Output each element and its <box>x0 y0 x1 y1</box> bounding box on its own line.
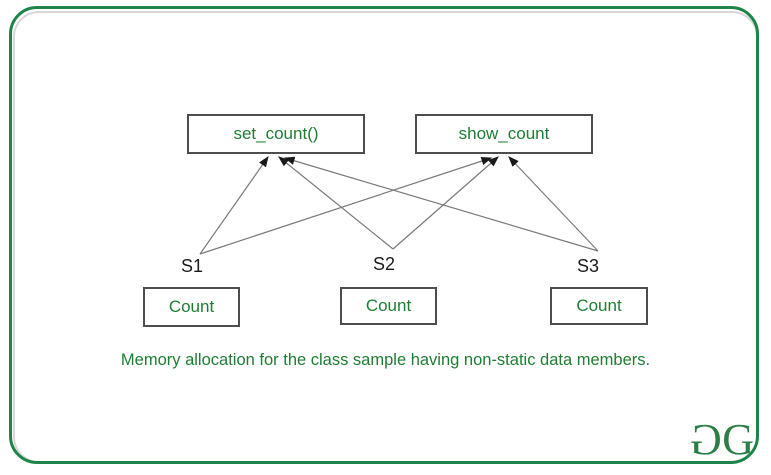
geeksforgeeks-logo: GG <box>693 415 754 464</box>
count-label-s2: Count <box>365 296 412 315</box>
instance-label-s3: S3 <box>577 256 600 276</box>
box-set-count: set_count() <box>187 114 365 154</box>
box-count-s1: Count <box>143 287 240 327</box>
box-show-count: show_count <box>415 114 593 154</box>
count-label-s3: Count <box>576 296 622 315</box>
box-count-s2: Count <box>340 287 437 325</box>
logo-letter-flipped-g: G <box>693 415 723 464</box>
caption-text: Memory allocation for the class sample h… <box>120 351 651 369</box>
logo-letter-g: G <box>722 415 754 464</box>
frame-green-border <box>9 6 759 464</box>
show-count-label: show_count <box>458 124 550 143</box>
set-count-label: set_count() <box>233 124 319 143</box>
box-count-s3: Count <box>550 287 648 325</box>
instance-label-s2: S2 <box>373 254 396 274</box>
count-label-s1: Count <box>168 297 215 316</box>
instance-label-s1: S1 <box>181 256 204 276</box>
